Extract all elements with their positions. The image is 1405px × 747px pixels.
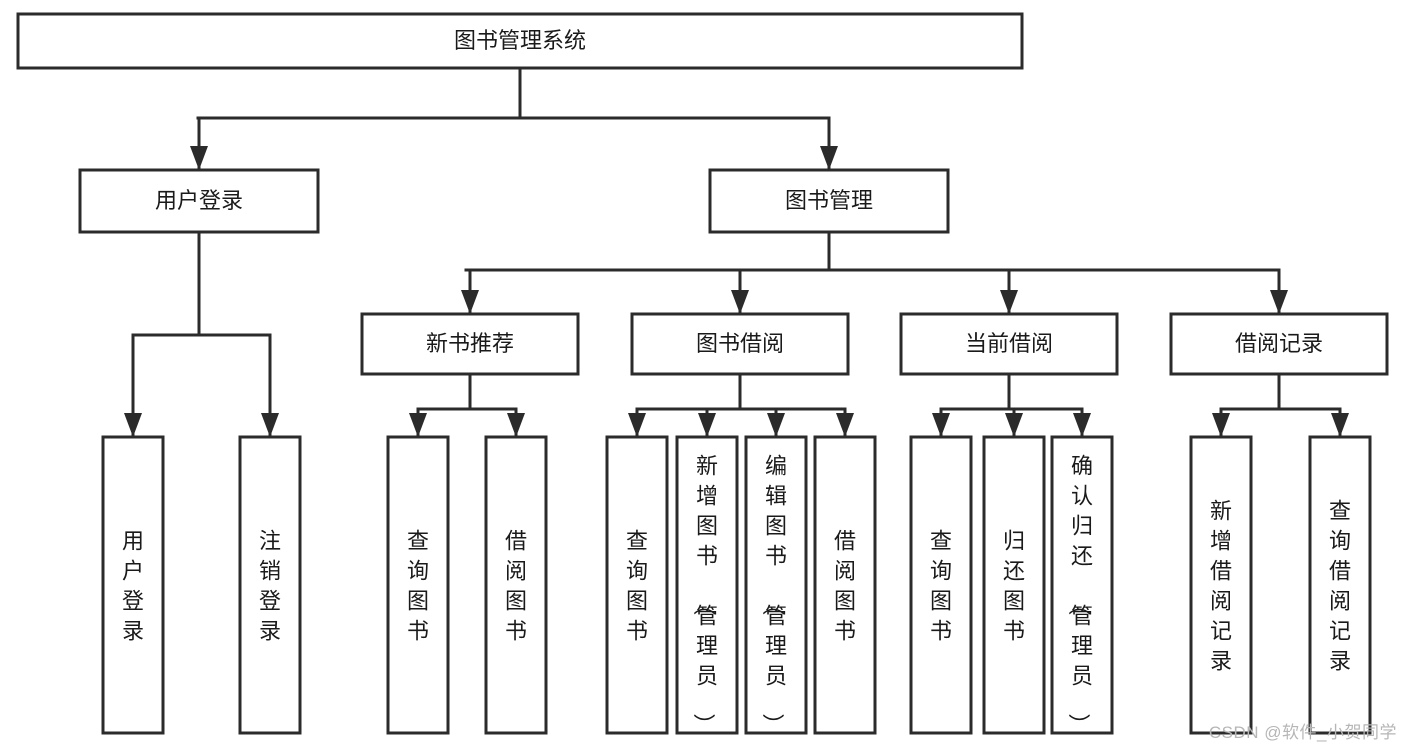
node-leaf-edit-book[interactable]: 编辑图书（管理员） [744,435,808,735]
node-root[interactable]: 图书管理系统 [16,12,1024,70]
node-box-leaf-edit-book[interactable] [744,435,808,735]
node-box-leaf-logout[interactable] [238,435,302,735]
node-box-leaf-borrow-book-1[interactable] [484,435,548,735]
node-box-leaf-query-book-3[interactable] [909,435,973,735]
node-box-borrow-record[interactable] [1169,312,1389,376]
connector-bus-recommend [409,372,525,437]
node-book-borrow[interactable]: 图书借阅 [630,312,850,376]
node-leaf-return-book[interactable]: 归还图书 [982,435,1046,735]
arrow-head-icon [409,413,427,437]
node-leaf-query-book-1[interactable]: 查询图书 [386,435,450,735]
node-leaf-borrow-book-2[interactable]: 借阅图书 [813,435,877,735]
node-box-leaf-query-book-2[interactable] [605,435,669,735]
node-box-new-book-recommend[interactable] [360,312,580,376]
node-label-borrow-record: 借阅记录 [1235,331,1323,356]
arrow-head-icon [124,413,142,437]
node-box-leaf-add-record[interactable] [1189,435,1253,735]
node-box-current-borrow[interactable] [899,312,1119,376]
node-box-leaf-confirm-return[interactable] [1050,435,1114,735]
node-label-leaf-borrow-book-2: 借阅图书 [834,528,856,643]
arrow-head-icon [1073,413,1091,437]
arrow-head-icon [932,413,950,437]
connector-bus-user-login [124,230,279,437]
connector-layer [124,66,1349,437]
node-label-root: 图书管理系统 [454,28,586,53]
node-current-borrow[interactable]: 当前借阅 [899,312,1119,376]
node-box-leaf-query-book-1[interactable] [386,435,450,735]
node-label-leaf-add-book: 新增图书（管理员） [691,453,718,735]
watermark: CSDN @软件_小贺同学 [1208,723,1397,742]
arrow-head-icon [1331,413,1349,437]
node-leaf-confirm-return[interactable]: 确认归还（管理员） [1050,435,1114,735]
node-label-leaf-query-record: 查询借阅记录 [1329,498,1351,673]
node-borrow-record[interactable]: 借阅记录 [1169,312,1389,376]
node-label-leaf-add-record: 新增借阅记录 [1210,498,1232,673]
node-box-leaf-borrow-book-2[interactable] [813,435,877,735]
node-label-leaf-borrow-book-1: 借阅图书 [505,528,527,643]
node-box-user-login[interactable] [78,168,320,234]
node-box-book-manage[interactable] [708,168,950,234]
node-label-leaf-logout: 注销登录 [259,528,281,643]
node-leaf-query-book-2[interactable]: 查询图书 [605,435,669,735]
connector-bus-book-manage [461,230,1288,314]
node-box-leaf-add-book[interactable] [675,435,739,735]
node-box-leaf-query-record[interactable] [1308,435,1372,735]
node-label-leaf-edit-book: 编辑图书（管理员） [760,453,787,735]
node-box-leaf-return-book[interactable] [982,435,1046,735]
arrow-head-icon [1212,413,1230,437]
node-leaf-add-record[interactable]: 新增借阅记录 [1189,435,1253,735]
arrow-head-icon [1000,290,1018,314]
arrow-head-icon [261,413,279,437]
node-box-root[interactable] [16,12,1024,70]
node-layer: 图书管理系统用户登录图书管理新书推荐图书借阅当前借阅借阅记录用户登录注销登录查询… [16,12,1389,735]
node-label-leaf-query-book-1: 查询图书 [407,528,429,643]
node-label-leaf-query-book-3: 查询图书 [930,528,952,643]
arrow-head-icon [190,146,208,170]
connector-bus-record [1212,372,1349,437]
node-leaf-add-book[interactable]: 新增图书（管理员） [675,435,739,735]
node-label-leaf-query-book-2: 查询图书 [626,528,648,643]
connector-bus-borrow [628,372,854,437]
node-label-user-login: 用户登录 [155,188,243,213]
node-label-leaf-confirm-return: 确认归还（管理员） [1066,453,1093,735]
node-leaf-logout[interactable]: 注销登录 [238,435,302,735]
arrow-head-icon [731,290,749,314]
arrow-head-icon [820,146,838,170]
node-box-leaf-user-login[interactable] [101,435,165,735]
node-label-current-borrow: 当前借阅 [965,331,1053,356]
node-label-new-book-recommend: 新书推荐 [426,331,514,356]
node-new-book-recommend[interactable]: 新书推荐 [360,312,580,376]
node-user-login[interactable]: 用户登录 [78,168,320,234]
arrow-head-icon [1005,413,1023,437]
node-leaf-user-login[interactable]: 用户登录 [101,435,165,735]
node-label-book-manage: 图书管理 [785,188,873,213]
arrow-head-icon [628,413,646,437]
node-leaf-query-book-3[interactable]: 查询图书 [909,435,973,735]
node-label-leaf-return-book: 归还图书 [1003,528,1025,643]
arrow-head-icon [698,413,716,437]
arrow-head-icon [461,290,479,314]
arrow-head-icon [1270,290,1288,314]
arrow-head-icon [507,413,525,437]
connector-bus-root [190,66,838,170]
arrow-head-icon [836,413,854,437]
node-leaf-query-record[interactable]: 查询借阅记录 [1308,435,1372,735]
node-label-book-borrow: 图书借阅 [696,331,784,356]
arrow-head-icon [767,413,785,437]
node-label-leaf-user-login: 用户登录 [122,528,144,643]
node-leaf-borrow-book-1[interactable]: 借阅图书 [484,435,548,735]
node-book-manage[interactable]: 图书管理 [708,168,950,234]
node-box-book-borrow[interactable] [630,312,850,376]
connector-bus-current [932,372,1091,437]
